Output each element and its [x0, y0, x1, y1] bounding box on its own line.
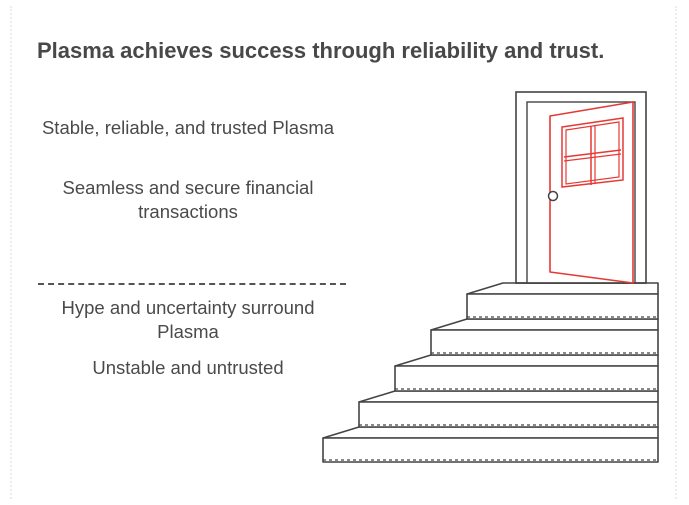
- open-door-icon: [516, 92, 646, 283]
- staircase-icon: [323, 283, 658, 462]
